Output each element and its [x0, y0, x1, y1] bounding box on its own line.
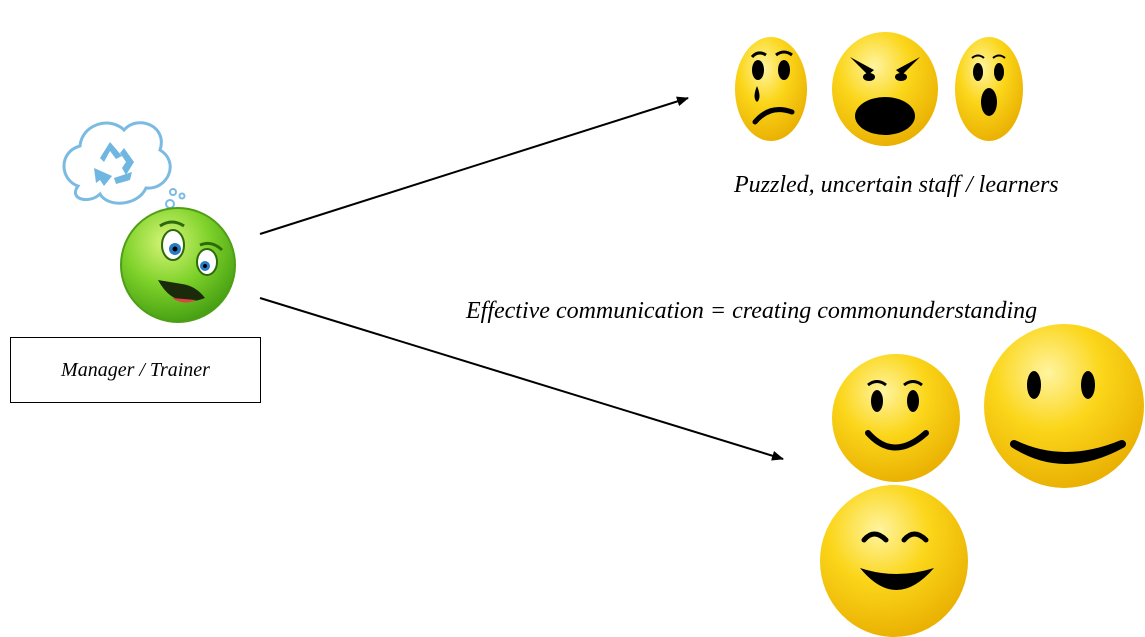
- smiling-face-icon: [832, 354, 960, 482]
- manager-trainer-label: Manager / Trainer: [61, 358, 210, 381]
- angry-face-icon: [832, 32, 938, 146]
- thinking-face-icon: [120, 207, 236, 323]
- arrow-to-negative-outcome: [259, 96, 689, 235]
- laughing-face-icon: [820, 485, 968, 637]
- grinning-face-icon: [984, 324, 1144, 488]
- recycle-thought-bubble-icon: [62, 121, 186, 209]
- positive-outcome-caption: Effective communication = creating commo…: [466, 298, 1038, 324]
- negative-outcome-caption: Puzzled, uncertain staff / learners: [734, 172, 1059, 198]
- shocked-face-icon: [955, 37, 1023, 141]
- crying-face-icon: [735, 37, 807, 141]
- manager-trainer-box: Manager / Trainer: [10, 337, 261, 403]
- arrow-to-positive-outcome: [259, 297, 784, 461]
